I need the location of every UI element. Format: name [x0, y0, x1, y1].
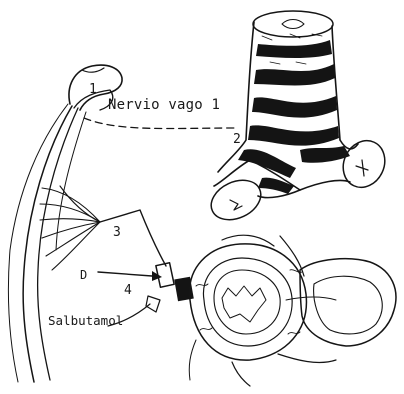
- vagal-dashed-line: [84, 118, 236, 129]
- label-number-3: 3: [113, 226, 121, 239]
- ganglion-fibres: [40, 186, 100, 270]
- label-number-4: 4: [124, 284, 132, 297]
- nerve-trunks: [8, 104, 86, 382]
- label-number-2: 2: [233, 133, 241, 146]
- label-drug-mark: D: [80, 269, 87, 281]
- label-salbutamol: Salbutamol: [48, 315, 123, 328]
- label-vagus-nerve: Nervio vago 1: [108, 98, 220, 112]
- bronchial-tree: [205, 11, 392, 227]
- bronchiole-cross-section: [189, 235, 396, 386]
- label-number-1: 1: [89, 83, 97, 96]
- postganglionic-fibre: [100, 210, 166, 266]
